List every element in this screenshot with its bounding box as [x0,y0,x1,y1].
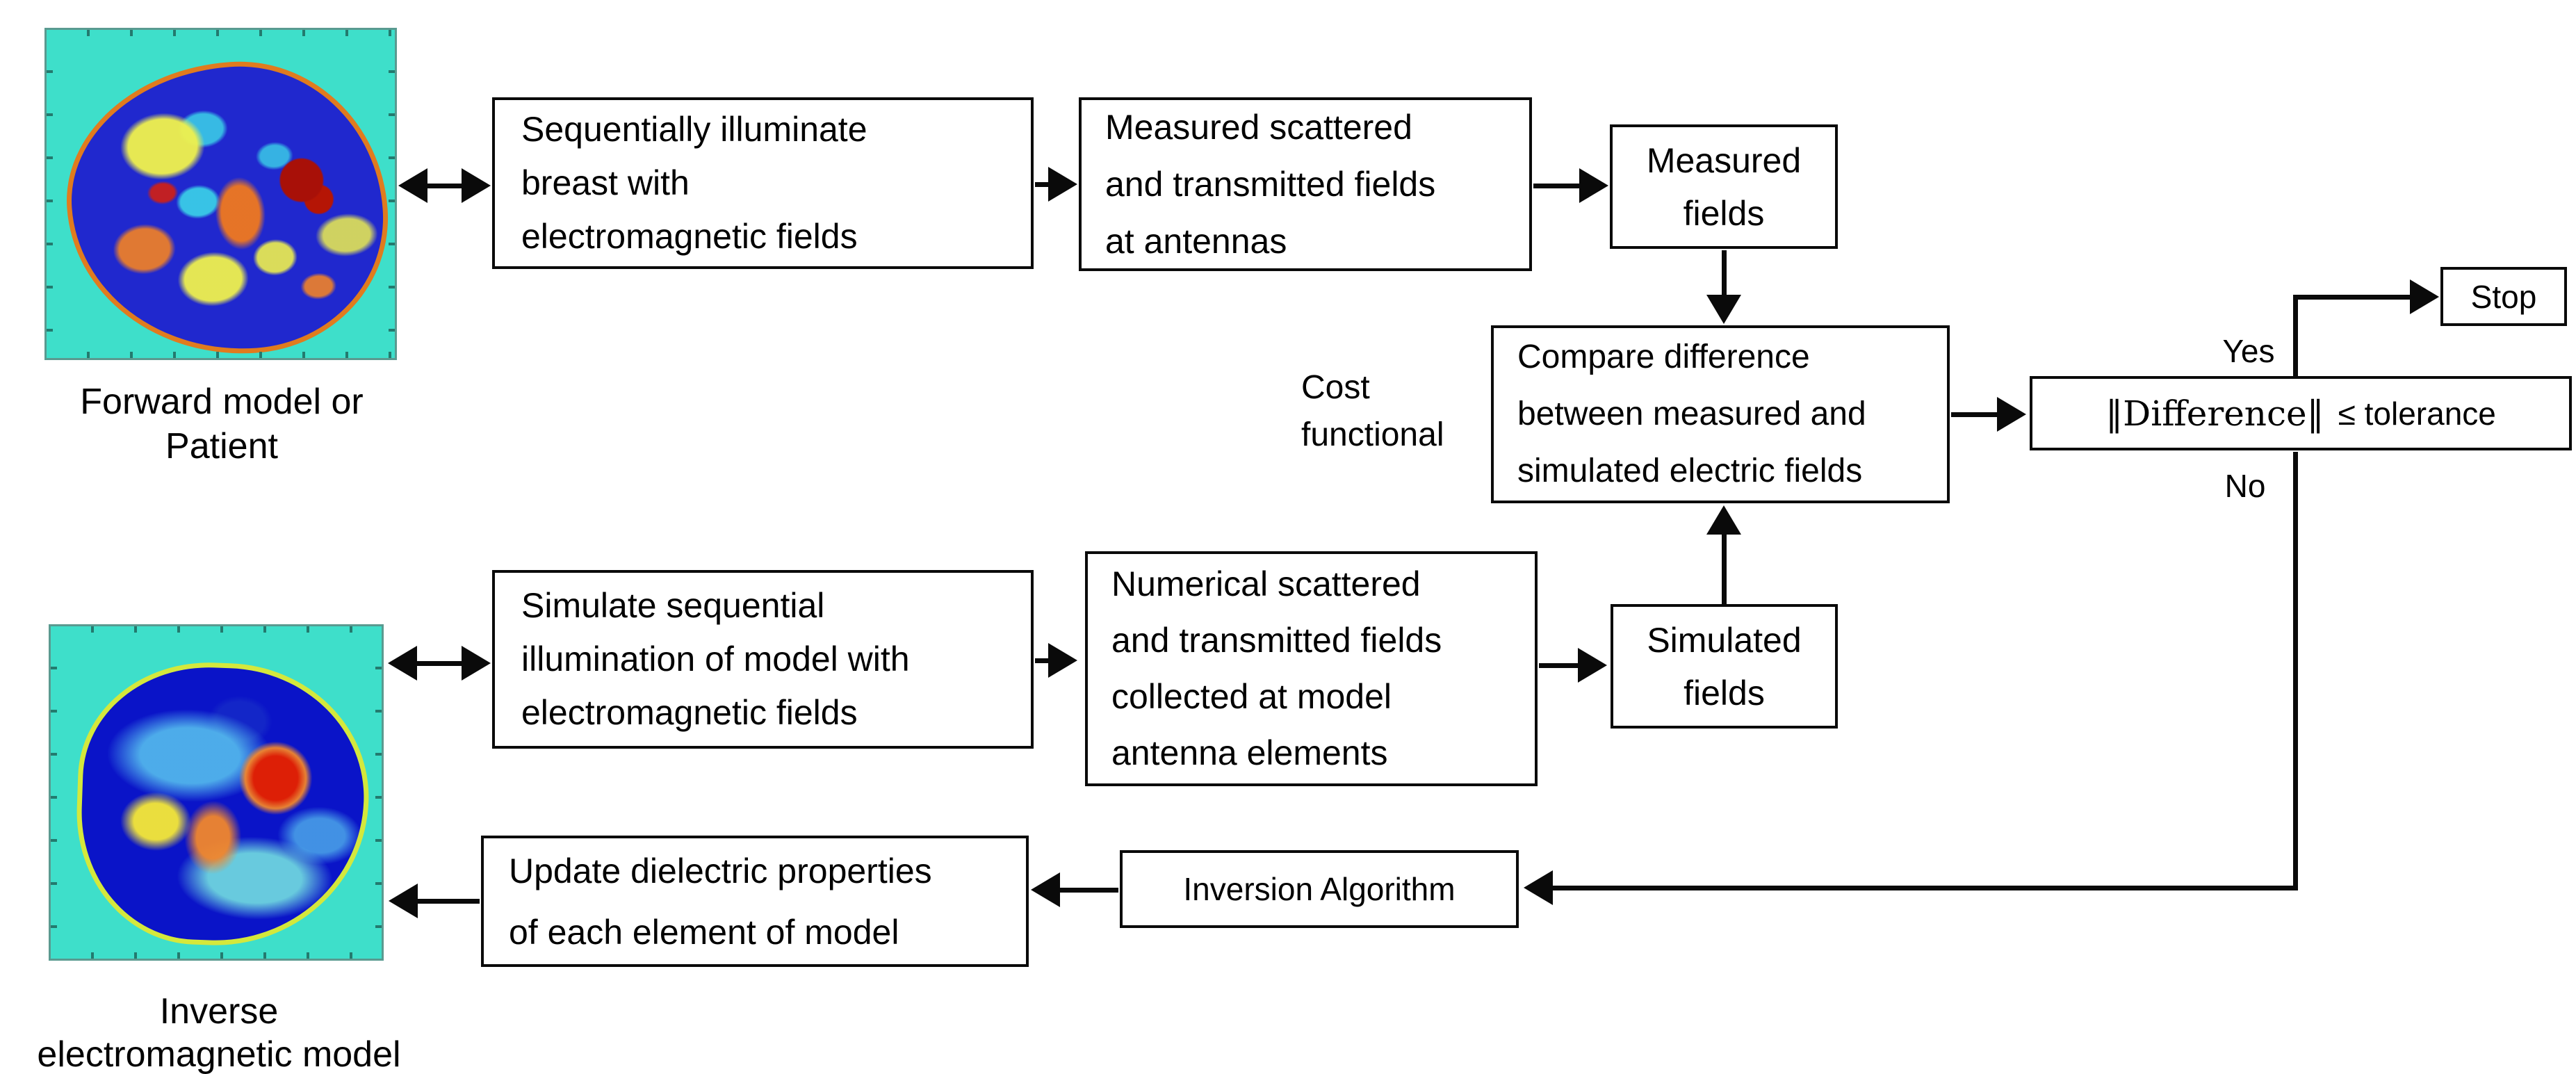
caption-line: Forward model or [80,382,364,422]
box-line: breast with [521,163,690,202]
axis-ticks-top [51,626,382,633]
arrow-measured-compare-line [1722,250,1727,296]
forward-image-caption: Forward model or Patient [24,380,420,469]
axis-ticks-right [375,626,382,959]
box-line: Measured [1646,140,1802,180]
forward-tissue-speckles [59,53,395,358]
box-measured-fields: Measured fields [1610,124,1838,249]
arrowhead-right-icon [1997,397,2026,432]
arrowhead-left-icon [388,646,417,681]
box-line: Simulate sequential [521,586,825,625]
axis-ticks-bottom [47,352,395,358]
arrowhead-right-icon [1048,167,1077,202]
arrow-simulate-numerical-line [1035,658,1051,663]
no-branch-vertical-line [2293,452,2298,890]
arrowhead-right-icon [1048,643,1077,678]
forward-model-image [44,28,397,360]
box-line: simulated electric fields [1517,453,1863,489]
yes-branch-vertical-line [2293,297,2298,376]
label-line: Cost [1301,369,1370,406]
box-difference-tolerance: ‖Difference‖ ≤ tolerance [2030,376,2572,450]
yes-label: Yes [2222,333,2275,369]
arrowhead-right-icon [462,168,491,203]
inverse-model-image [49,624,384,961]
box-simulated-fields: Simulated fields [1611,604,1838,729]
arrow-numerical-simulated-line [1539,663,1579,668]
box-line: and transmitted fields [1105,165,1436,204]
forward-breast-cross-section [57,51,395,358]
arrowhead-up-icon [1706,505,1741,535]
arrow-inverse-simulate-line [416,661,464,666]
inverse-image-caption: Inverse electromagnetic model [3,990,434,1074]
box-sequentially-illuminate: Sequentially illuminate breast with elec… [492,97,1034,269]
box-line: of each element of model [509,912,899,952]
yes-branch-horizontal-line [2293,295,2411,300]
inverse-tissue-blobs [74,659,372,949]
arrow-illuminate-measured-line [1035,182,1051,187]
box-update-dielectric: Update dielectric properties of each ele… [481,836,1029,967]
box-line: at antennas [1105,222,1287,261]
box-line: Compare difference [1517,339,1810,375]
arrow-measured-fields-line [1533,184,1581,188]
box-compare-difference: Compare difference between measured and … [1491,325,1950,503]
caption-line: Patient [165,426,278,466]
box-line: Stop [2470,278,2537,315]
box-line: between measured and [1517,396,1866,432]
arrowhead-left-icon [1031,872,1060,907]
box-inversion-algorithm: Inversion Algorithm [1120,850,1519,928]
axis-ticks-left [47,30,53,358]
arrowhead-left-icon [1524,870,1553,905]
box-stop: Stop [2440,267,2567,326]
axis-ticks-bottom [51,952,382,959]
box-line: fields [1683,193,1765,233]
inverse-breast-cross-section [72,658,373,950]
difference-norm-text: ‖Difference‖ [2105,393,2324,434]
axis-ticks-left [51,626,57,959]
box-line: fields [1684,673,1765,713]
tolerance-condition-text: ≤ tolerance [2338,395,2496,432]
box-line: illumination of model with [521,640,910,678]
arrow-forward-illuminate-line [423,184,466,188]
arrowhead-right-icon [462,646,491,681]
cost-functional-label: Cost functional [1301,364,1444,459]
box-line: antenna elements [1111,733,1388,772]
arrow-update-inverse-line [416,899,480,904]
arrowhead-right-icon [1579,168,1608,203]
axis-ticks-right [389,30,395,358]
box-line: Inversion Algorithm [1183,871,1456,907]
box-line: collected at model [1111,677,1392,716]
label-line: functional [1301,416,1444,453]
arrow-inversion-update-line [1058,888,1118,893]
box-line: and transmitted fields [1111,621,1442,660]
no-label: No [2224,468,2266,504]
arrowhead-down-icon [1706,295,1741,324]
arrow-simulated-compare-line [1722,532,1727,604]
box-line: Sequentially illuminate [521,110,867,149]
box-line: Measured scattered [1105,108,1412,147]
box-line: Update dielectric properties [509,851,932,890]
box-line: Simulated [1647,620,1802,660]
caption-line: electromagnetic model [37,1034,401,1074]
box-line: Numerical scattered [1111,564,1421,603]
axis-ticks-top [47,30,395,36]
box-line: electromagnetic fields [521,217,858,256]
box-numerical-fields: Numerical scattered and transmitted fiel… [1085,551,1538,786]
arrowhead-left-icon [389,884,418,918]
box-line: electromagnetic fields [521,693,858,732]
no-branch-horizontal-line [1551,886,2297,890]
arrowhead-right-icon [1578,648,1607,683]
arrowhead-left-icon [398,168,427,203]
box-simulate-illumination: Simulate sequential illumination of mode… [492,570,1034,749]
arrowhead-right-icon [2410,279,2439,314]
caption-line: Inverse [159,991,279,1032]
arrow-compare-tolerance-line [1951,412,1998,417]
box-measured-scattered: Measured scattered and transmitted field… [1079,97,1532,271]
